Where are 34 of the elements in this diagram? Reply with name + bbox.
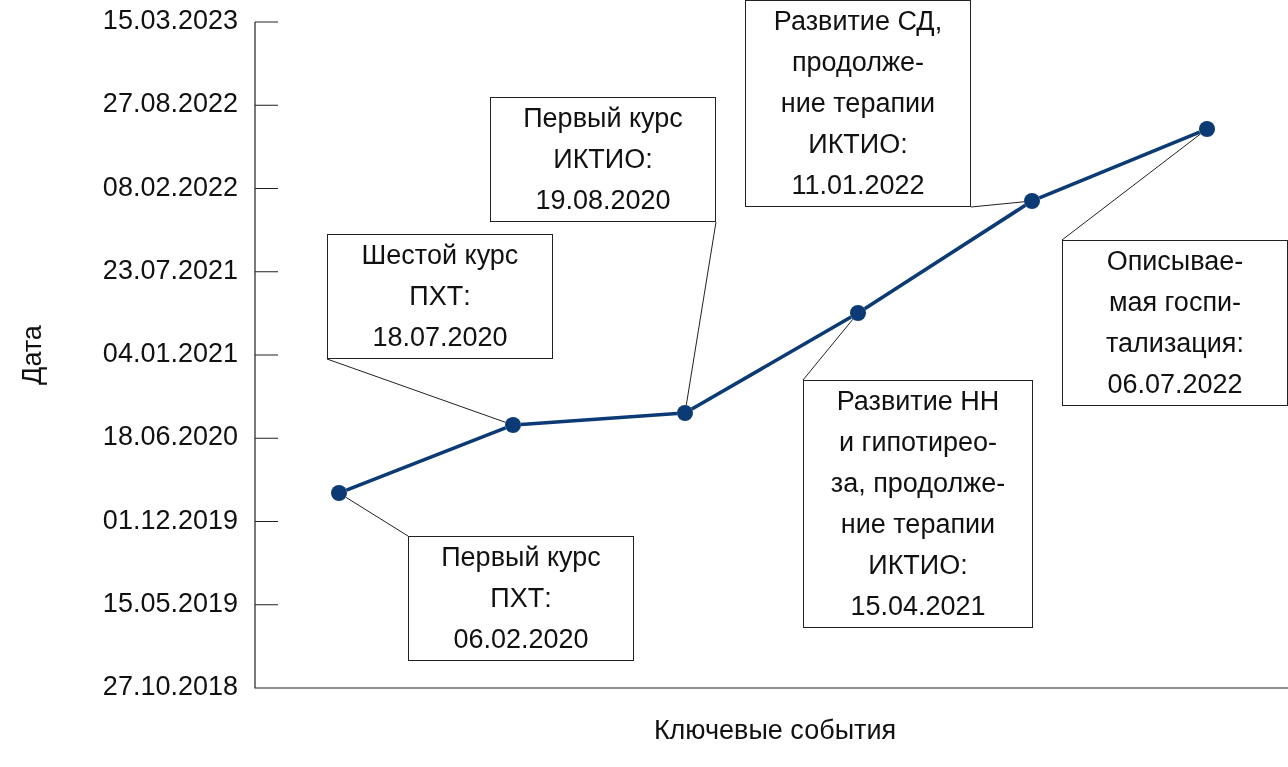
axis-tick-label: 08.02.2022: [102, 171, 238, 203]
callout-box: Первый курс ИКТИО: 19.08.2020: [490, 97, 716, 222]
data-point-marker: [1199, 121, 1215, 137]
data-line-segment: [1038, 130, 1201, 200]
leader-line: [326, 358, 506, 423]
data-point-marker: [677, 405, 693, 421]
data-line-segment: [691, 315, 852, 411]
data-point-marker: [850, 305, 866, 321]
axis-tick-label: 27.10.2018: [102, 671, 238, 702]
leader-line: [685, 221, 717, 406]
leader-line: [802, 318, 854, 381]
data-line-segment: [863, 203, 1027, 311]
axis-title: Дата: [16, 325, 48, 385]
leader-line: [1061, 133, 1202, 241]
data-point-marker: [331, 485, 347, 501]
callout-box: Описывае- мая госпи- тализация: 06.07.2022: [1062, 240, 1288, 406]
axis-tick-label: 15.05.2019: [102, 587, 238, 619]
callout-box: Развитие СД, продолже- ние терапии ИКТИО: 11.01.2022: [745, 0, 971, 207]
axis-tick-label: 04.01.2021: [102, 338, 238, 369]
data-line-segment: [520, 411, 678, 427]
callout-box: Первый курс ПХТ: 06.02.2020: [408, 536, 634, 661]
leader-line: [970, 201, 1025, 208]
data-line-segment: [345, 426, 507, 492]
callout-box: Шестой курс ПХТ: 18.07.2020: [327, 234, 553, 359]
axis-tick-label: 01.12.2019: [102, 504, 238, 536]
leader-line: [345, 496, 409, 537]
axis-title: Ключевые события: [653, 714, 897, 746]
data-point-marker: [1024, 193, 1040, 209]
axis-tick-label: 23.07.2021: [102, 254, 238, 286]
axis-tick-label: 27.08.2022: [102, 88, 238, 120]
callout-box: Развитие НН и гипотирео- за, продолже- ние терапии ИКТИО: 15.04.2021: [803, 380, 1033, 628]
axis-tick-label: 18.06.2020: [102, 421, 238, 453]
data-point-marker: [505, 417, 521, 433]
axis-tick-label: 15.03.2023: [102, 5, 238, 36]
